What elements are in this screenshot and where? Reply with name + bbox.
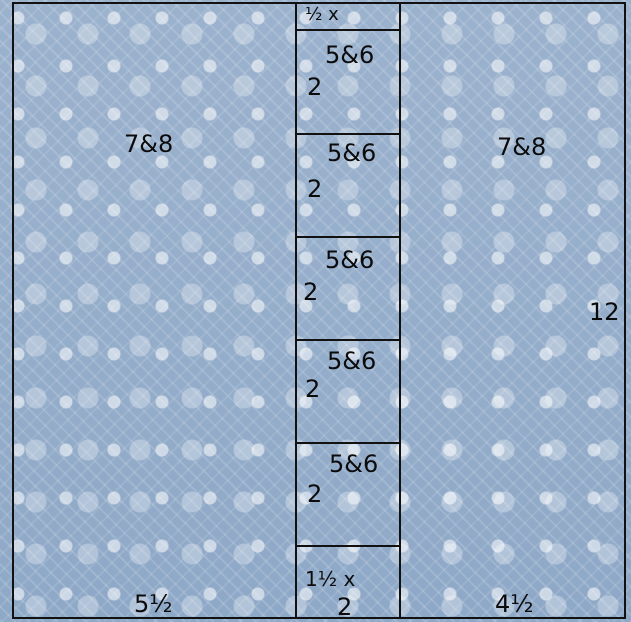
middle-bottom-top: 1½ x — [305, 569, 355, 589]
middle-column: ½ x 5&6 2 5&6 2 5&6 2 5&6 2 5&6 2 1½ x 2 — [297, 4, 401, 617]
middle-segment-3: 5&6 2 — [297, 238, 399, 341]
segment-5-top: 5&6 — [329, 452, 378, 476]
middle-top-label: ½ x — [305, 6, 339, 24]
segment-1-top: 5&6 — [325, 43, 374, 67]
middle-bottom-segment: 1½ x 2 — [297, 547, 399, 617]
left-column: 7&8 5½ — [14, 4, 297, 617]
left-top-label: 7&8 — [124, 132, 173, 156]
right-side-label: 12 — [589, 300, 620, 324]
segment-4-bottom: 2 — [305, 377, 320, 401]
segment-2-bottom: 2 — [307, 177, 322, 201]
middle-top-strip: ½ x — [297, 4, 399, 31]
right-top-label: 7&8 — [497, 135, 546, 159]
middle-segment-2: 5&6 2 — [297, 135, 399, 238]
right-bottom-label: 4½ — [495, 592, 534, 616]
segment-2-top: 5&6 — [327, 141, 376, 165]
segment-1-bottom: 2 — [307, 75, 322, 99]
middle-segment-4: 5&6 2 — [297, 341, 399, 444]
quilt-diagram: 7&8 5½ ½ x 5&6 2 5&6 2 5&6 2 5&6 2 5&6 2 — [12, 2, 626, 619]
segment-3-bottom: 2 — [303, 280, 318, 304]
right-column: 7&8 12 4½ — [401, 4, 624, 617]
segment-3-top: 5&6 — [325, 248, 374, 272]
middle-bottom-bottom: 2 — [337, 595, 352, 619]
segment-5-bottom: 2 — [307, 482, 322, 506]
left-bottom-label: 5½ — [134, 592, 173, 616]
segment-4-top: 5&6 — [327, 349, 376, 373]
middle-segment-5: 5&6 2 — [297, 444, 399, 547]
middle-segment-1: 5&6 2 — [297, 31, 399, 135]
